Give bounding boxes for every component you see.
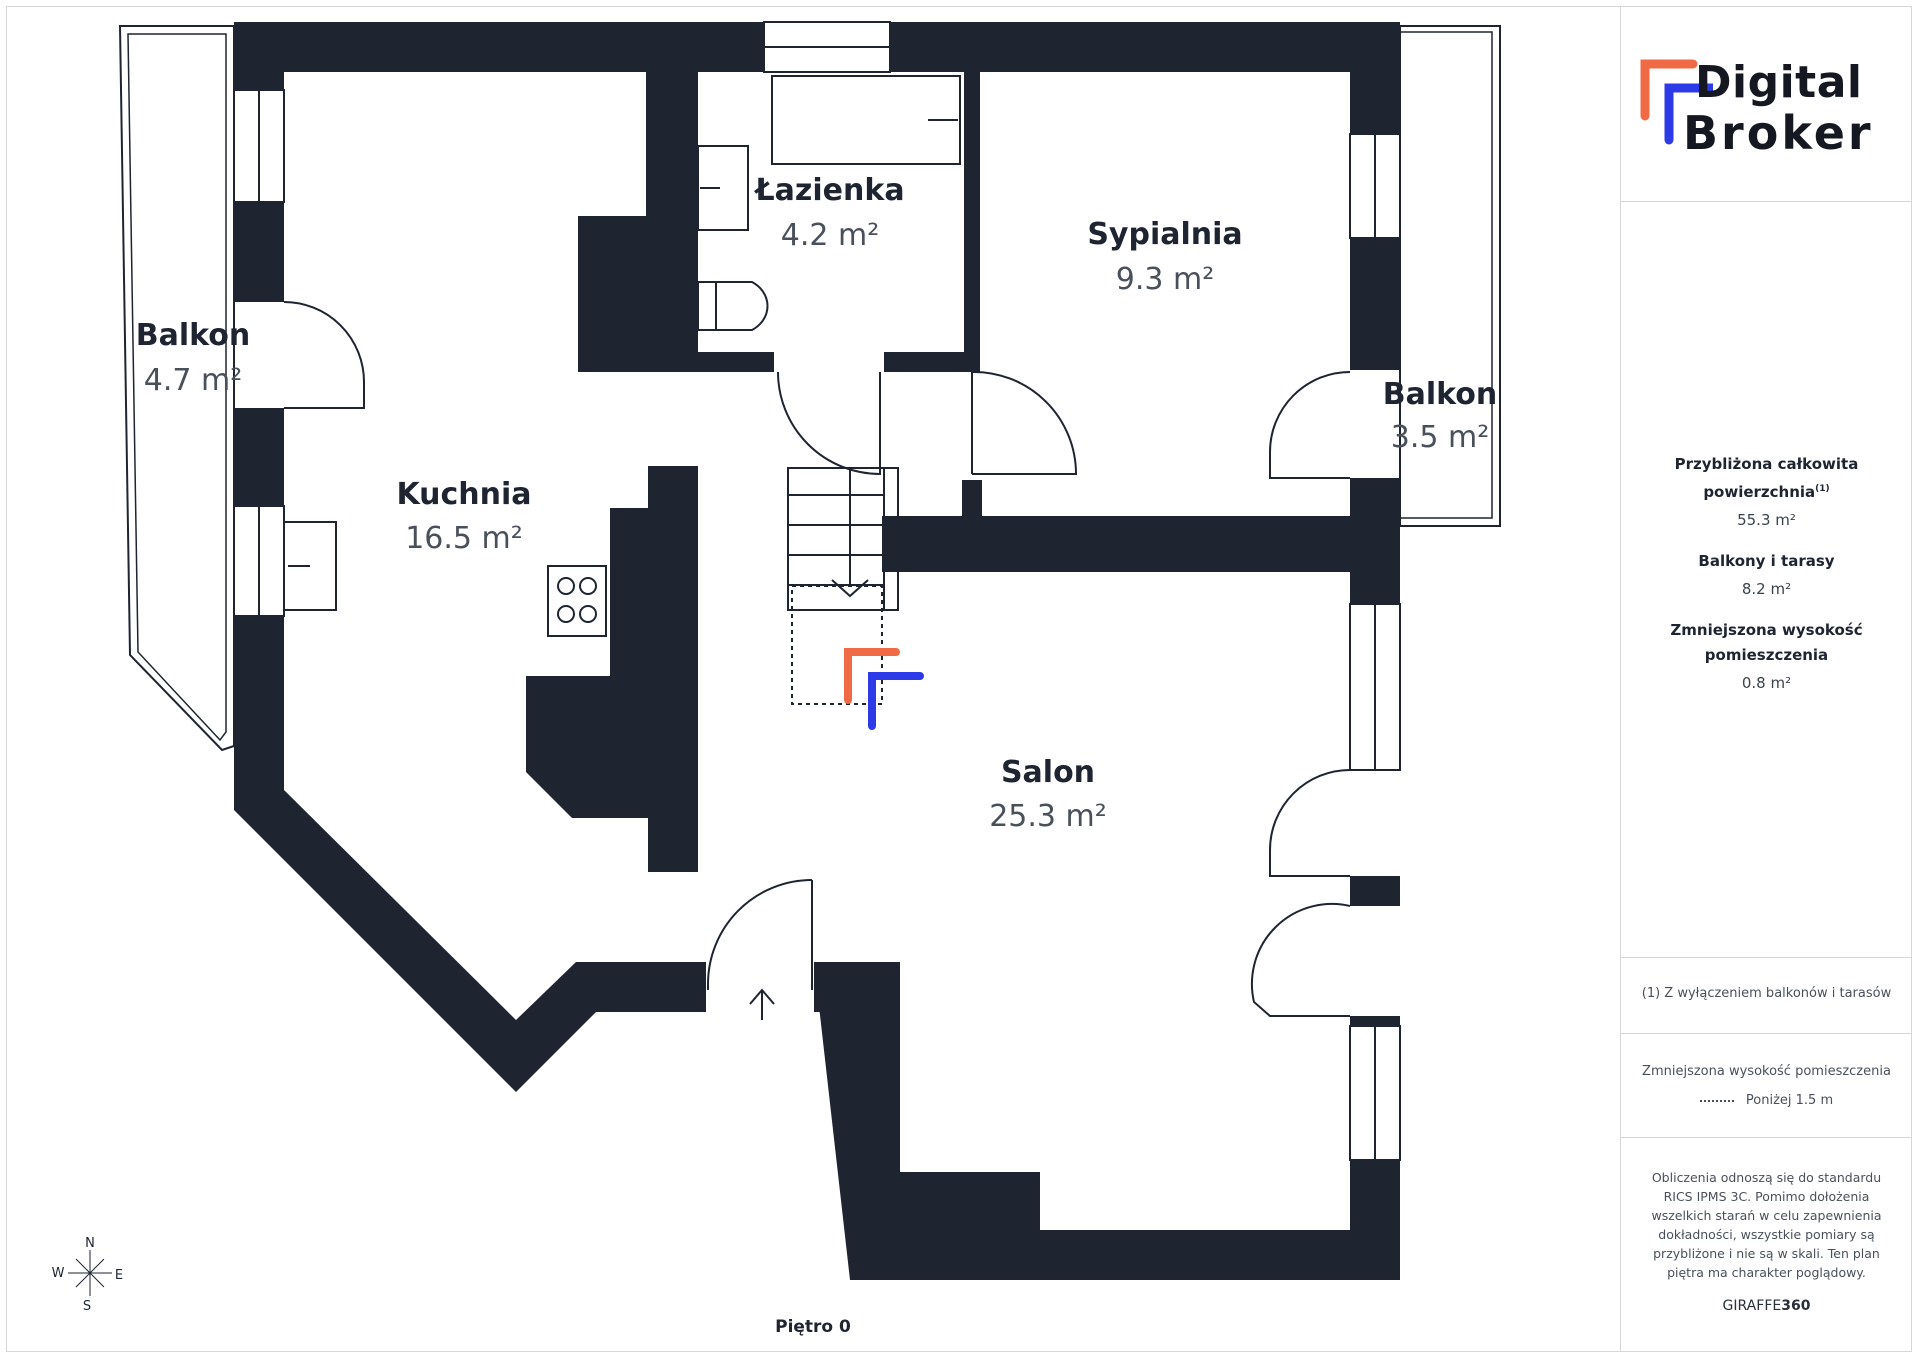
svg-text:S: S [83, 1299, 91, 1314]
giraffe-credit: GIRAFFE360 [1722, 1298, 1811, 1314]
room-label-sypialnia: Sypialnia [1087, 217, 1242, 252]
room-area-sypialnia: 9.3 m² [1116, 262, 1215, 297]
windows [233, 21, 1401, 1161]
balcony-area-label: Balkony i tarasy [1698, 552, 1835, 570]
reduced-height-value: 0.8 m² [1741, 674, 1792, 692]
total-area-value: 55.3 m² [1737, 511, 1796, 529]
room-area-balkon-left: 4.7 m² [144, 363, 243, 398]
room-area-salon: 25.3 m² [989, 799, 1107, 834]
disclaimer-section: Obliczenia odnoszą się do standardu RICS… [1621, 1138, 1912, 1352]
svg-text:N: N [85, 1236, 95, 1251]
legend: Zmniejszona wysokość pomieszczenia Poniż… [1621, 1034, 1912, 1138]
room-area-lazienka: 4.2 m² [781, 218, 880, 253]
room-label-balkon-left: Balkon [136, 318, 251, 353]
reduced-height-label: Zmniejszona wysokość pomieszczenia [1670, 621, 1863, 664]
stairs [787, 467, 899, 705]
legend-item: Poniżej 1.5 m [1621, 1093, 1912, 1108]
area-stats: Przybliżona całkowita powierzchnia(1) 55… [1621, 202, 1912, 958]
kitchen-sink [283, 521, 337, 611]
room-area-kuchnia: 16.5 m² [405, 521, 523, 556]
doors [283, 301, 1351, 1017]
room-label-balkon-right: Balkon [1383, 377, 1498, 412]
brand-name: Digital Broker [1683, 57, 1874, 160]
svg-text:W: W [52, 1266, 65, 1281]
balcony-left-outline [118, 25, 235, 752]
bathtub [771, 75, 961, 165]
bathroom-sink [697, 145, 749, 231]
balcony-left-railing [127, 33, 227, 742]
cooktop [547, 565, 607, 637]
wall-top-right [890, 22, 1400, 72]
room-label-kuchnia: Kuchnia [396, 477, 531, 512]
fixtures [283, 75, 961, 637]
compass-icon: N S W E [52, 1236, 124, 1314]
disclaimer: Obliczenia odnoszą się do standardu RICS… [1651, 1170, 1882, 1280]
total-area-label: Przybliżona całkowita powierzchnia(1) [1674, 455, 1859, 501]
floor-label: Piętro 0 [775, 1317, 851, 1337]
footnote: (1) Z wyłączeniem balkonów i tarasów [1621, 958, 1912, 1034]
page-frame [6, 6, 1912, 1352]
room-area-balkon-right: 3.5 m² [1391, 420, 1490, 455]
toilet [697, 281, 769, 331]
entrance-arrow-icon [749, 988, 775, 1020]
logo: Digital Broker [1621, 6, 1912, 202]
floor-plan: Łazienka 4.2 m² Sypialnia 9.3 m² Balkon … [52, 21, 1501, 1337]
svg-text:E: E [115, 1268, 123, 1283]
legend-title: Zmniejszona wysokość pomieszczenia [1642, 1064, 1891, 1079]
walls [234, 22, 1400, 1280]
balcony-area-value: 8.2 m² [1741, 580, 1792, 598]
dotted-line-icon [1699, 1099, 1734, 1102]
room-label-salon: Salon [1001, 755, 1095, 790]
watermark-logo-icon [844, 648, 924, 730]
wall-top-left [234, 22, 764, 72]
room-label-lazienka: Łazienka [753, 173, 904, 208]
info-panel: Digital Broker Przybliżona całkowita pow… [1620, 6, 1912, 1352]
brand-logo-icon [1640, 59, 1713, 145]
